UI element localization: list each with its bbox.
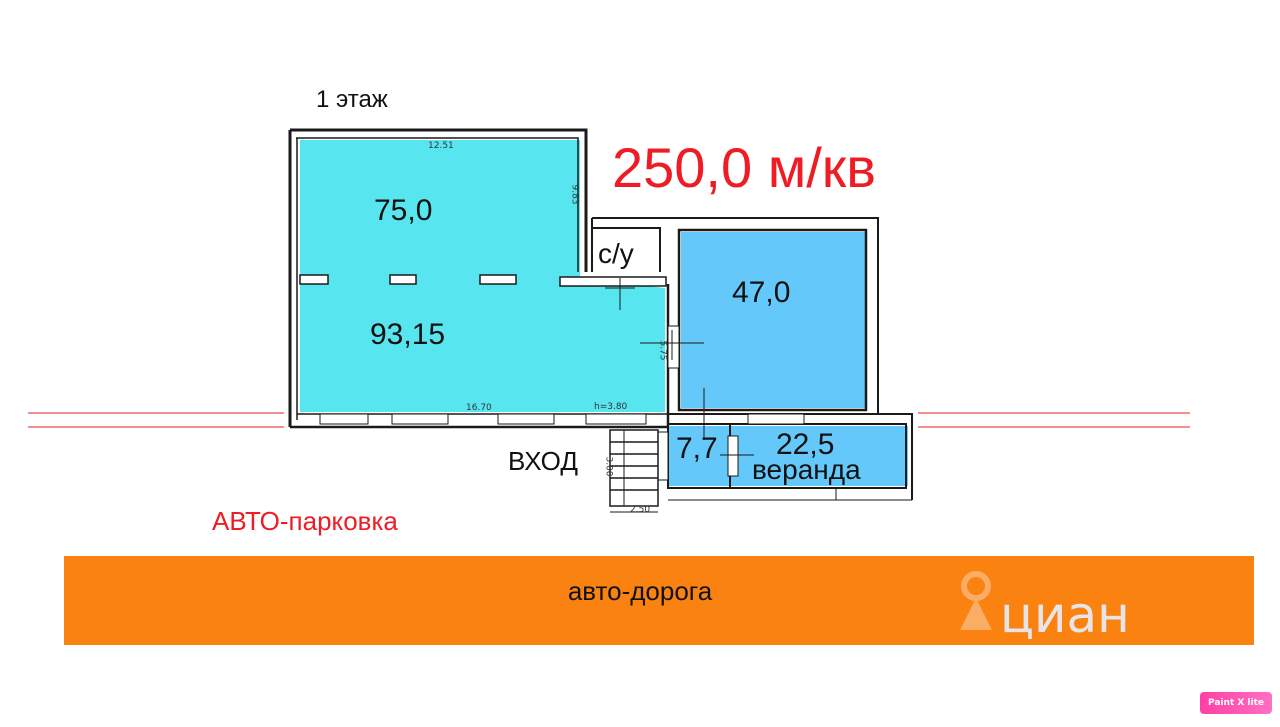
- dimension-stairs-width: 2.50: [630, 505, 651, 515]
- watermark-pin-icon: [960, 571, 992, 630]
- hall-windows: [319, 413, 647, 425]
- total-area: 250,0 м/кв: [612, 136, 877, 199]
- floor-title: 1 этаж: [316, 86, 388, 113]
- room-area-hall-a: 75,0: [374, 194, 433, 227]
- entrance-stairs: [609, 429, 659, 513]
- office-walls: [640, 217, 879, 414]
- app-badge: Paint X lite: [1200, 692, 1272, 714]
- dimension-height-mark: h=3.80: [594, 402, 628, 412]
- hall-walls: [288, 128, 670, 429]
- room-area-hall-b: 93,15: [370, 318, 446, 351]
- room-area-veranda: 22,5: [776, 428, 835, 461]
- room-label-bathroom: с/у: [598, 238, 634, 269]
- dimension-bottom-width: 16.70: [466, 403, 492, 413]
- veranda-area: [668, 426, 908, 486]
- road-band: [64, 556, 1254, 645]
- office-area: [681, 232, 865, 408]
- watermark-text: циан: [1000, 586, 1130, 644]
- parking-label: АВТО-парковка: [212, 506, 398, 536]
- dimension-top-width: 12.51: [428, 141, 454, 151]
- hall-partition: [299, 274, 667, 287]
- property-lines: [28, 412, 1190, 428]
- bathroom: [591, 217, 668, 310]
- room-area-office: 47,0: [732, 276, 791, 309]
- road-label: авто-дорога: [567, 576, 713, 606]
- dimension-right-a: 9.83: [569, 184, 580, 205]
- room-area-vestibule: 7,7: [676, 432, 718, 465]
- room-label-veranda: веранда: [752, 454, 861, 485]
- dimension-inner-right: 5.75: [657, 340, 668, 361]
- entrance-label: ВХОД: [508, 446, 578, 476]
- veranda-walls: [657, 388, 913, 501]
- dimension-stairs-depth: 3.00: [603, 456, 614, 477]
